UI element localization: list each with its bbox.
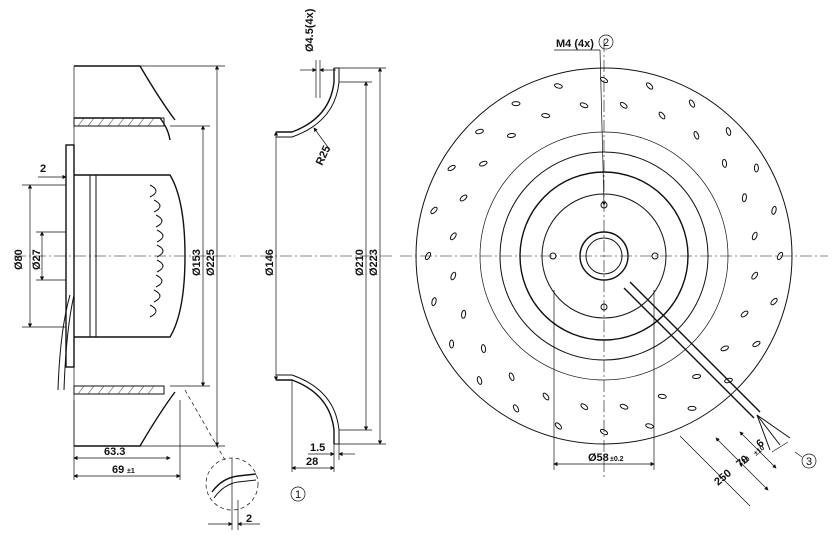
blade-slot: [741, 193, 747, 203]
blade-slot: [511, 101, 521, 107]
dim-d58-tolerance: ±0.2: [610, 456, 624, 463]
dim-d225: Ø225: [205, 249, 217, 276]
dim-d4-5-holes: Ø4.5(4x): [304, 8, 316, 52]
dim-1-5: 1.5: [310, 442, 325, 454]
dim-d58: Ø58: [588, 452, 609, 464]
blade-slot: [692, 373, 702, 380]
dim-69-tolerance: ±1: [127, 468, 135, 475]
blade-slot: [431, 297, 437, 306]
dim-28: 28: [306, 456, 318, 468]
blade-slot: [475, 128, 484, 135]
blade-slot: [752, 340, 761, 348]
dim-d146: Ø146: [264, 249, 276, 276]
blade-slot: [459, 194, 468, 202]
dim-d223: Ø223: [368, 249, 380, 276]
inlet-ring-section: [240, 60, 395, 502]
blade-slot: [506, 132, 516, 139]
blade-slot: [770, 297, 778, 306]
blade-slot: [687, 405, 697, 411]
blade-slot: [424, 251, 432, 261]
blade-slot: [619, 403, 629, 410]
blade-slot: [776, 251, 784, 261]
blade-slot: [693, 131, 700, 140]
dim-63-3: 63.3: [104, 446, 125, 458]
blade-slot: [724, 377, 733, 384]
blade-slot: [476, 376, 483, 385]
front-view: [400, 34, 828, 507]
blade-slot: [450, 271, 457, 281]
dim-m4-threads: M4 (4x): [556, 38, 594, 50]
blade-slot: [599, 428, 609, 436]
blade-slot: [657, 393, 667, 399]
dim-250: 250: [712, 467, 734, 488]
blade-slot: [541, 113, 551, 119]
blade-slot: [554, 422, 563, 430]
blade-slot: [479, 160, 488, 167]
blade-slot: [658, 111, 666, 120]
blade-slot: [720, 345, 729, 352]
blade-slot: [430, 206, 438, 215]
blade-slot: [449, 339, 455, 349]
callout-2: 2: [603, 37, 609, 49]
blade-slot: [554, 83, 563, 89]
blade-slot: [645, 423, 654, 429]
blade-slot: [751, 271, 759, 280]
blade-slot: [721, 158, 728, 168]
blade-slot: [725, 127, 732, 136]
blade-slot: [512, 404, 520, 413]
dim-d27: Ø27: [31, 249, 43, 270]
blade-slot: [688, 99, 696, 108]
blade-slot: [449, 232, 457, 241]
callout-1: 1: [295, 489, 301, 501]
blade-slot: [542, 392, 550, 401]
blade-slot: [579, 102, 589, 109]
side-view: [14, 65, 260, 530]
callout-3: 3: [806, 456, 812, 468]
blade-slot: [580, 403, 589, 411]
dim-r25: R25: [314, 144, 333, 167]
blade-slot: [447, 164, 456, 172]
blade-slot: [508, 372, 515, 381]
dim-d153: Ø153: [191, 249, 203, 276]
blade-slot: [619, 101, 628, 109]
dim-2-side: 2: [40, 163, 46, 175]
dim-69: 69: [112, 464, 124, 476]
blade-slot: [480, 344, 487, 354]
blade-slot: [645, 82, 654, 90]
blade-slot: [751, 231, 758, 241]
dim-d80: Ø80: [13, 249, 25, 270]
blade-slot: [740, 310, 749, 318]
blade-slot: [771, 206, 777, 215]
dim-2-detail: 2: [246, 513, 252, 525]
blade-slot: [753, 163, 759, 173]
dim-d210: Ø210: [354, 249, 366, 276]
blade-slot: [461, 309, 467, 319]
